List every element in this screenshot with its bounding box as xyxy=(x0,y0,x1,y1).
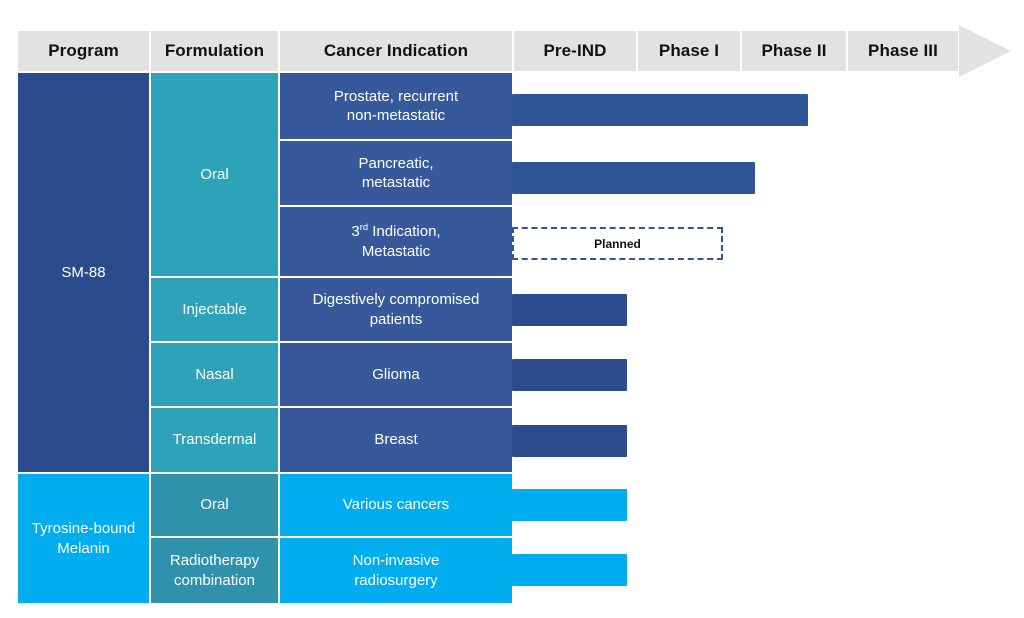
indication-label-line2: radiosurgery xyxy=(354,571,438,589)
progress-bar-prostate xyxy=(512,94,808,126)
indication-cell-glioma: Glioma xyxy=(280,343,512,406)
indication-label-line2: Metastatic xyxy=(361,242,431,260)
progress-bar-third-indication-planned: Planned xyxy=(512,227,723,260)
indication-label-line2: non-metastatic xyxy=(346,107,446,124)
indication-cell-third-indication: 3rd Indication, Metastatic xyxy=(280,207,512,276)
indication-label-line1: 3rd Indication, xyxy=(351,222,440,241)
column-header-cancer-indication: Cancer Indication xyxy=(280,31,512,71)
program-label-line2: Melanin xyxy=(57,539,110,557)
indication-cell-non-invasive-radiosurgery: Non-invasive radiosurgery xyxy=(280,538,512,603)
indication-label-line1: Pancreatic, xyxy=(358,154,434,172)
formulation-cell-injectable: Injectable xyxy=(151,278,278,341)
indication-label-line1: Digestively compromised xyxy=(312,291,480,309)
progress-bar-various-cancers xyxy=(512,489,627,521)
indication-ordinal-suffix: rd xyxy=(359,222,369,233)
timeline-arrow-icon xyxy=(959,25,1011,77)
column-header-program: Program xyxy=(18,31,149,71)
progress-bar-breast xyxy=(512,425,627,457)
progress-bar-non-invasive-radiosurgery xyxy=(512,554,627,586)
formulation-cell-oral-sm88: Oral xyxy=(151,73,278,276)
column-header-pre-ind: Pre-IND xyxy=(514,31,636,71)
indication-label-line2: patients xyxy=(369,310,423,328)
indication-cell-breast: Breast xyxy=(280,408,512,472)
indication-cell-prostate: Prostate, recurrent non-metastatic xyxy=(280,73,512,139)
program-cell-tyrosine-bound-melanin: Tyrosine-bound Melanin xyxy=(18,474,149,603)
indication-ordinal-number: 3 xyxy=(351,223,360,241)
column-header-phase-i: Phase I xyxy=(638,31,740,71)
indication-label-line1: Non-invasive xyxy=(352,552,440,570)
program-label-line1: Tyrosine-bound xyxy=(31,520,136,538)
formulation-cell-transdermal: Transdermal xyxy=(151,408,278,472)
column-header-phase-iii: Phase III xyxy=(848,31,958,71)
indication-label-line1: Prostate, recurrent xyxy=(333,87,459,105)
formulation-cell-nasal: Nasal xyxy=(151,343,278,406)
formulation-cell-radiotherapy-combination: Radiotherapy combination xyxy=(151,538,278,603)
indication-ordinal-rest: Indication, xyxy=(368,223,441,241)
formulation-label-line1: Radiotherapy xyxy=(169,552,260,570)
indication-cell-various-cancers: Various cancers xyxy=(280,474,512,536)
column-header-formulation: Formulation xyxy=(151,31,278,71)
indication-cell-digestively-compromised: Digestively compromised patients xyxy=(280,278,512,341)
progress-bar-glioma xyxy=(512,359,627,391)
formulation-cell-oral-tbm: Oral xyxy=(151,474,278,536)
program-cell-sm88: SM-88 xyxy=(18,73,149,472)
indication-label-line2: metastatic xyxy=(361,174,431,191)
progress-bar-pancreatic xyxy=(512,162,755,194)
column-header-phase-ii: Phase II xyxy=(742,31,846,71)
progress-bar-digestively-compromised xyxy=(512,294,627,326)
indication-cell-pancreatic: Pancreatic, metastatic xyxy=(280,141,512,205)
formulation-label-line2: combination xyxy=(174,571,255,589)
